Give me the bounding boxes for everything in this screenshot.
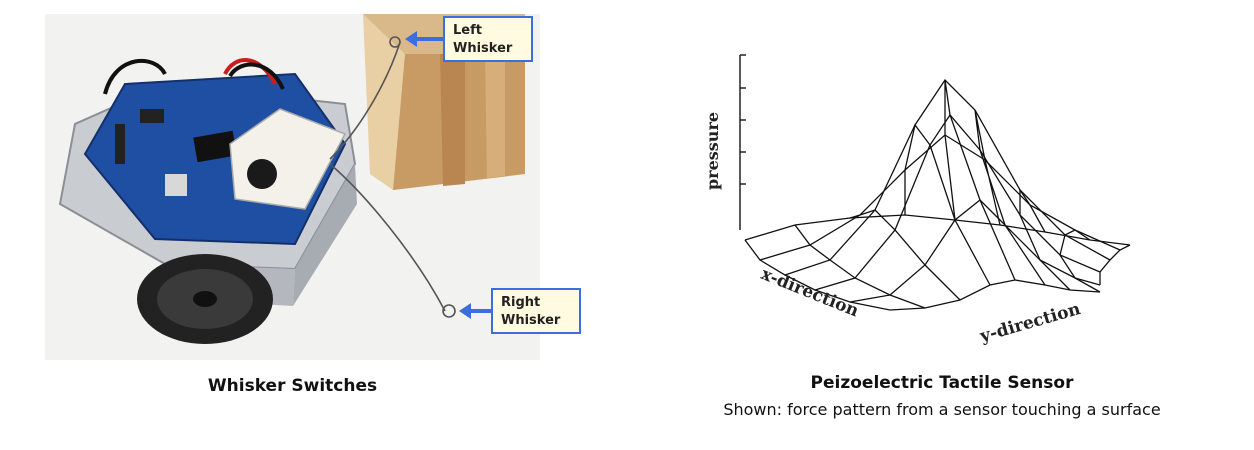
right-whisker-callout-line2: Whisker bbox=[501, 313, 561, 328]
left-whisker-callout-line1: Left bbox=[453, 23, 482, 38]
pressure-axis-label: pressure bbox=[703, 112, 722, 190]
left-whisker-callout: Left Whisker bbox=[443, 16, 533, 62]
right-whisker-callout-line1: Right bbox=[501, 295, 541, 310]
left-whisker-callout-line2: Whisker bbox=[453, 41, 513, 56]
whisker-switches-caption: Whisker Switches bbox=[207, 376, 378, 396]
wheel bbox=[137, 254, 273, 344]
tactile-sensor-caption-subtitle: Shown: force pattern from a sensor touch… bbox=[723, 400, 1161, 419]
pressure-axis bbox=[739, 54, 746, 230]
pressure-mesh bbox=[744, 78, 1131, 311]
whisker-wires bbox=[329, 36, 456, 318]
pressure-surface-plot: pressure x-direction y-direction bbox=[703, 54, 1131, 347]
tactile-pressure-surface-figure: pressure x-direction y-direction bbox=[700, 40, 1160, 350]
y-direction-axis-label: y-direction bbox=[977, 299, 1083, 347]
power-wires bbox=[103, 58, 285, 95]
whisker-robot-photo: Left Whisker Right Whisker bbox=[45, 14, 581, 360]
x-direction-axis-label: x-direction bbox=[758, 264, 861, 321]
callout-arrows bbox=[405, 31, 491, 319]
right-whisker-callout: Right Whisker bbox=[491, 288, 581, 334]
whisker-robot-illustration bbox=[58, 14, 525, 344]
breadboard bbox=[229, 108, 347, 210]
tactile-sensor-caption-title: Peizoelectric Tactile Sensor bbox=[810, 373, 1074, 393]
